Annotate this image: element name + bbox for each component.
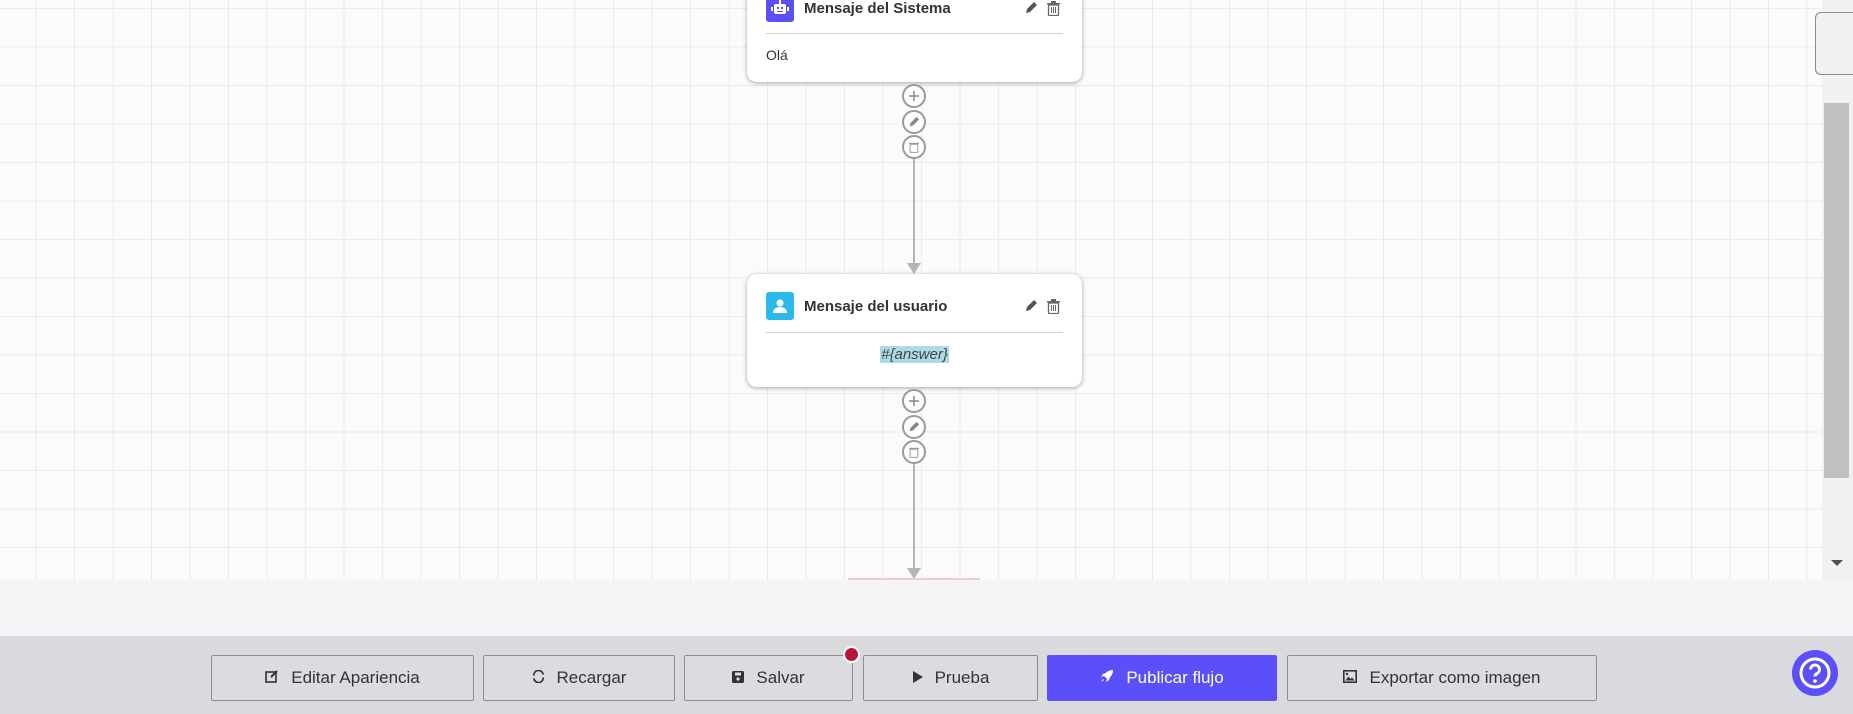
refresh-icon (532, 668, 545, 688)
user-message-node[interactable]: Mensaje del usuario #{answer} (747, 274, 1082, 387)
button-label: Editar Apariencia (291, 668, 420, 687)
node-title: Mensaje del Sistema (804, 0, 951, 17)
button-label: Recargar (556, 668, 627, 687)
edit-connection-button[interactable] (902, 110, 926, 134)
vertical-scrollbar[interactable] (1822, 0, 1853, 580)
node-title: Mensaje del usuario (804, 297, 948, 315)
system-message-node[interactable]: Mensaje del Sistema Olá (747, 0, 1082, 82)
node-divider (766, 33, 1063, 34)
bottom-toolbar: Editar Apariencia Recargar Salvar Prueba… (0, 636, 1853, 714)
button-label: Publicar flujo (1126, 668, 1224, 687)
node-content: Olá (766, 47, 788, 63)
button-label: Salvar (756, 668, 805, 687)
connector-arrow (907, 568, 921, 579)
edit-appearance-button[interactable]: Editar Apariencia (211, 655, 474, 701)
node-divider (766, 332, 1063, 333)
question-icon (1799, 657, 1831, 689)
delete-connection-button[interactable] (902, 440, 926, 464)
user-icon (766, 292, 794, 320)
trash-icon[interactable] (1043, 296, 1063, 316)
edit-connection-button[interactable] (902, 415, 926, 439)
trash-icon[interactable] (1043, 0, 1063, 18)
connector-line (913, 464, 915, 570)
next-node-edge (848, 578, 980, 580)
publish-flow-button[interactable]: Publicar flujo (1047, 655, 1277, 701)
reload-button[interactable]: Recargar (483, 655, 675, 701)
answer-variable: #{answer} (880, 346, 949, 363)
export-image-button[interactable]: Exportar como imagen (1287, 655, 1597, 701)
button-label: Prueba (934, 668, 990, 687)
side-panel-toggle[interactable] (1815, 12, 1853, 75)
floppy-icon (732, 668, 745, 688)
play-icon (912, 668, 923, 688)
button-label: Exportar como imagen (1369, 668, 1541, 687)
pencil-icon[interactable] (1021, 0, 1041, 18)
unsaved-changes-indicator (843, 646, 860, 663)
add-node-button[interactable] (902, 389, 926, 413)
pencil-icon[interactable] (1021, 296, 1041, 316)
connector-line (913, 159, 915, 265)
connector-arrow (907, 263, 921, 274)
help-button[interactable] (1792, 650, 1838, 696)
rocket-icon (1100, 668, 1114, 688)
flow-canvas[interactable]: Mensaje del Sistema Olá Mensaje del usua… (0, 0, 1822, 580)
edit-icon (265, 668, 279, 688)
test-button[interactable]: Prueba (863, 655, 1038, 701)
save-button[interactable]: Salvar (684, 655, 853, 701)
scroll-down-arrow-icon[interactable] (1831, 560, 1843, 566)
robot-icon (766, 0, 794, 22)
add-node-button[interactable] (902, 84, 926, 108)
scrollbar-thumb[interactable] (1824, 103, 1849, 478)
delete-connection-button[interactable] (902, 135, 926, 159)
image-icon (1343, 668, 1358, 688)
